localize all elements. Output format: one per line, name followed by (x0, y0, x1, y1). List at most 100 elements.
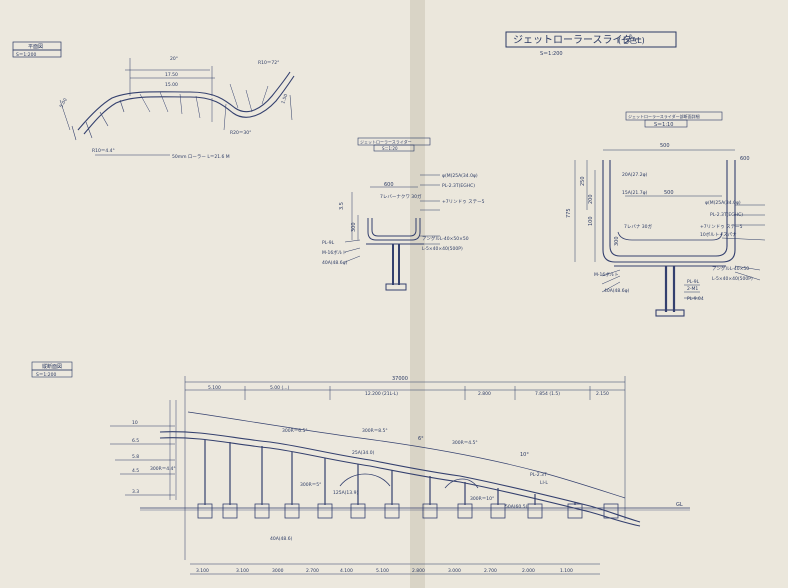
section-small: ジェットローラースライダー S＝1:20 600 3.5 300 (322, 137, 485, 291)
plan-dim-1: 20° (170, 56, 178, 62)
profile-angle-8: 10° (520, 452, 529, 458)
section-small-dim-h2: 300 (351, 222, 357, 232)
profile-track (140, 411, 690, 527)
sheet-title-scale: S＝1:200 (540, 51, 563, 57)
section-large-dim-3: 775 (566, 208, 572, 218)
plan-dim-lines (59, 58, 293, 156)
plan-dim-8: 1.50 (280, 93, 289, 105)
plan-dim-3: 15.00 (165, 82, 178, 88)
profile-seg-6: 2.150 (596, 391, 609, 397)
profile-level-5: 3.3 (132, 489, 139, 495)
profile-seg-2: 5.00 (...) (270, 385, 289, 391)
section-large-note-6: +7リンドゥ ステー5 (700, 224, 743, 230)
section-small-dim-width: 600 (384, 182, 394, 188)
profile-level-1: 10 (132, 420, 138, 426)
profile-base-6: 5.100 (376, 568, 389, 574)
section-large-note-11: PL-9L (687, 279, 700, 285)
profile-base-1: 3.100 (196, 568, 209, 574)
section-large-trough (602, 160, 736, 317)
section-small-note-1: φ(M)25A(34.0φ) (442, 173, 478, 179)
section-large-note-13: 40A(48.6φ) (604, 288, 630, 294)
profile-seg-3: 12.200 (21L-L) (365, 391, 398, 397)
section-large-note-5: PL-2.3T(EGHC) (710, 212, 743, 218)
profile-note-2: 125A(13.9) (333, 490, 358, 496)
section-small-trough (366, 218, 424, 291)
section-large-note-1: 20A(27.2φ) (622, 172, 648, 178)
section-small-note-4: +7リンドゥ ステー5 (442, 199, 485, 205)
section-large-dims (574, 149, 766, 299)
profile-level-2: 6.5 (132, 438, 139, 444)
section-large: ジェットローラースライダー部断面詳細 S＝1:10 (566, 111, 766, 317)
profile-base-5: 4.100 (340, 568, 353, 574)
profile-view-scale: S＝1:200 (36, 372, 56, 378)
section-small-note-8: アングルL-40×50×50 (422, 235, 469, 242)
profile-base-2: 3.100 (236, 568, 249, 574)
binding-gutter (410, 0, 425, 588)
section-large-dim-7: 300 (614, 236, 620, 246)
profile-view-label: 縦断面図 (42, 363, 62, 370)
profile-note-5: PL-2.3T (530, 472, 547, 478)
profile-note-6: Ll-L (540, 480, 548, 486)
plan-slide-path (71, 71, 295, 141)
profile-angle-3: 300R＝8.5° (362, 428, 388, 434)
profile-seg-4: 2.800 (478, 391, 491, 397)
profile-base-4: 2.700 (306, 568, 319, 574)
section-small-note-6: M-16ボルト (322, 249, 347, 256)
profile-note-1: 25A(34.0) (352, 450, 375, 456)
section-small-note-3: PL-2.3T(EGHC) (442, 183, 475, 189)
section-small-note-5: PL-9L (322, 240, 335, 246)
section-small-note-7: 40A(48.6φ) (322, 260, 348, 266)
section-small-dims (344, 174, 440, 263)
profile-note-3: 40A(48.6) (270, 536, 293, 542)
profile-level-4: 4.5 (132, 468, 139, 474)
section-large-dim-6: 100 (588, 216, 594, 226)
profile-view: 縦断面図 S＝1:200 (31, 361, 690, 575)
section-large-note-7: 10ボルト+スパナ (700, 231, 737, 238)
plan-note: 50mm ローラー L＝21.6 M (172, 154, 230, 160)
section-large-dim-2: 500 (664, 190, 674, 196)
section-large-dim-8: 600 (740, 156, 750, 162)
profile-seg-1: 5.100 (208, 385, 221, 391)
section-large-dim-5: 200 (588, 194, 594, 204)
title-block: ジェットローラースライダー (七色L) S＝1:200 (505, 31, 677, 57)
plan-dim-6: R10＝4.4° (92, 148, 115, 154)
right-page (425, 0, 788, 588)
section-large-note-8: アングルL-40×50 (712, 265, 749, 272)
section-small-note-9: L-5×40×40(500P) (422, 246, 463, 252)
section-large-note-3: φ(M)25A(34.0φ) (705, 200, 741, 206)
section-large-note-4: 7レバナ 30ガ (624, 223, 653, 230)
section-large-label: ジェットローラースライダー部断面詳細 (628, 113, 700, 119)
profile-level-gl: GL (676, 502, 683, 508)
profile-angle-1: 300R＝4.4° (150, 466, 176, 472)
profile-dim-lines (110, 376, 626, 575)
section-small-scale: S＝1:20 (382, 146, 398, 151)
profile-level-3: 5.8 (132, 454, 139, 460)
plan-view: 平面図 S＝1:200 20° 17.50 15.00 R10＝72° R20＝… (12, 41, 295, 160)
profile-angle-4: 300R＝4.5° (452, 440, 478, 446)
section-large-dim-1: 500 (660, 143, 670, 149)
profile-base-10: 2.000 (522, 568, 535, 574)
section-large-note-10: M-16ボルト (594, 271, 619, 278)
profile-note-4: 50A(60.5) (505, 504, 528, 510)
section-large-note-12: 2-M1 (687, 286, 698, 292)
profile-total-length: 37000 (392, 376, 408, 382)
sheet-title: ジェットローラースライダー (513, 33, 642, 46)
plan-dim-5: R20＝30° (230, 130, 251, 136)
plan-dim-4: R10＝72° (258, 60, 279, 66)
plan-view-label: 平面図 (28, 44, 43, 50)
sheet-title-note: (七色L) (618, 35, 645, 45)
profile-angle-7: 6° (418, 436, 424, 442)
section-small-dim-h1: 3.5 (339, 202, 345, 210)
section-small-label: ジェットローラースライダー (360, 139, 412, 145)
section-large-note-14: PL-9.04 (687, 296, 704, 302)
profile-seg-5: 7.854 (1.5) (535, 391, 560, 397)
profile-base-11: 1.100 (560, 568, 573, 574)
section-large-note-9: L-5×40×40(500P) (712, 276, 753, 282)
profile-base-7: 2.800 (412, 568, 425, 574)
profile-base-8: 3.000 (448, 568, 461, 574)
profile-angle-2: 300R＝6.5° (282, 428, 308, 434)
plan-dim-7: 5.00 (59, 97, 69, 109)
profile-supports (169, 400, 619, 519)
profile-angle-6: 300R＝10° (470, 496, 494, 502)
